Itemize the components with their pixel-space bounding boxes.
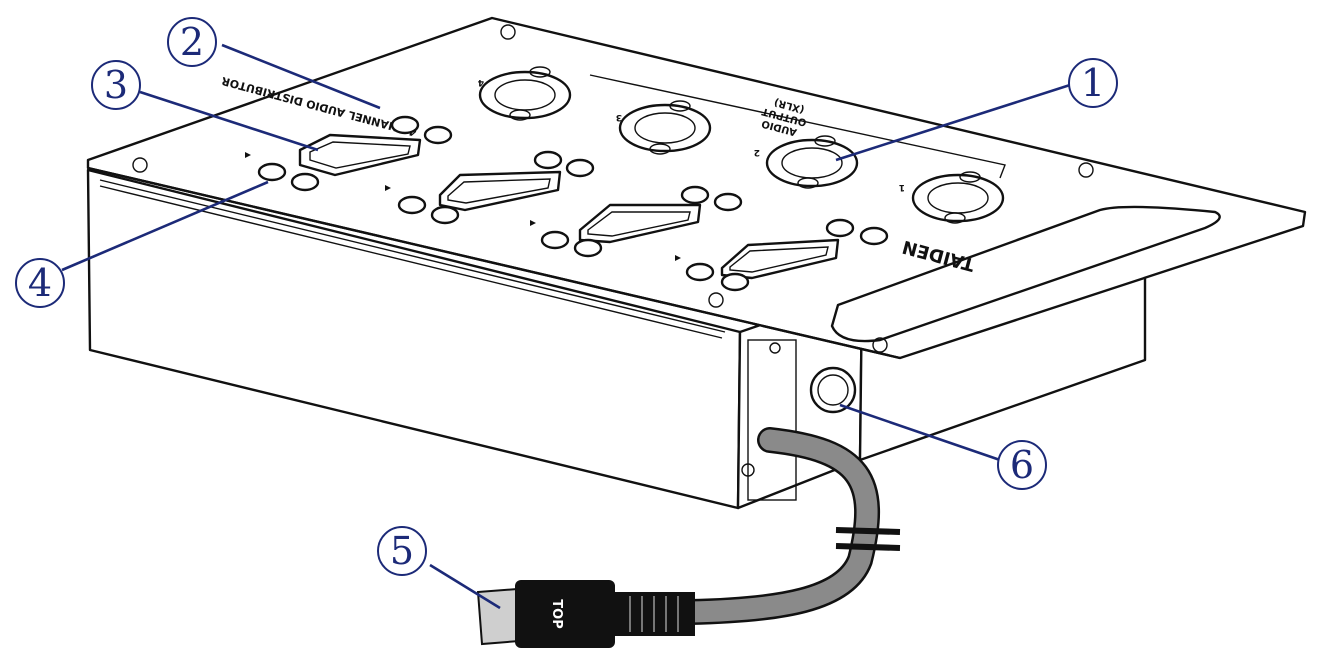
mount-hole — [872, 337, 888, 353]
side-connector-6-inner — [817, 374, 849, 406]
xlr-output-3: 3 — [616, 100, 712, 155]
mount-hole — [132, 157, 148, 173]
display-window-3 — [578, 203, 702, 244]
callout-number: 3 — [104, 63, 128, 107]
output-group-bracket — [589, 74, 1006, 179]
channel-markers — [245, 152, 681, 261]
housing-edge-line — [99, 179, 726, 333]
display-window-2 — [438, 170, 562, 212]
callout-3: 3 — [91, 60, 141, 110]
xlr-output-1: 1 — [899, 171, 1005, 224]
connector-plug: TOP — [476, 580, 695, 648]
knob-pair — [257, 115, 889, 292]
port-number: 2 — [754, 147, 760, 157]
handle-slot — [830, 205, 1221, 343]
callout-number: 5 — [390, 529, 414, 573]
mount-hole — [708, 292, 724, 308]
callout-1: 1 — [1068, 58, 1118, 108]
end-bracket — [747, 339, 797, 501]
callout-4: 4 — [15, 258, 65, 308]
xlr-output-4: 4 — [478, 66, 572, 121]
mount-hole — [1078, 162, 1094, 178]
callouts: 1 2 3 4 5 6 — [15, 17, 1118, 610]
callout-2: 2 — [167, 17, 217, 67]
mount-hole — [500, 24, 516, 40]
cable-assembly: TOP — [476, 427, 901, 648]
port-number: 3 — [616, 112, 622, 122]
port-number: 1 — [899, 182, 905, 192]
bracket-screw-bottom — [741, 463, 755, 477]
xlr-output-2: 2 — [754, 135, 859, 189]
callout-number: 2 — [180, 20, 204, 64]
plug-body — [515, 580, 615, 648]
cable-mark — [835, 543, 901, 551]
cable-mark — [835, 527, 901, 535]
callout-number: 4 — [28, 261, 52, 305]
top-plate: 4 CHANNEL AUDIO DISTRIBUTOR AUDIO OUTPUT… — [86, 16, 1307, 360]
plate-front-edge — [87, 166, 901, 360]
display-window-1 — [298, 133, 422, 177]
callout-5: 5 — [377, 526, 427, 576]
bracket-screw-top — [769, 342, 781, 354]
cable — [679, 429, 878, 623]
callout-6: 6 — [997, 440, 1047, 490]
callout-number: 1 — [1081, 61, 1105, 105]
housing-edge-line-2 — [99, 185, 723, 339]
display-window-4 — [720, 238, 840, 280]
plug-label-text: TOP — [549, 599, 564, 628]
callout-number: 6 — [1010, 443, 1034, 487]
port-number: 4 — [478, 77, 484, 87]
